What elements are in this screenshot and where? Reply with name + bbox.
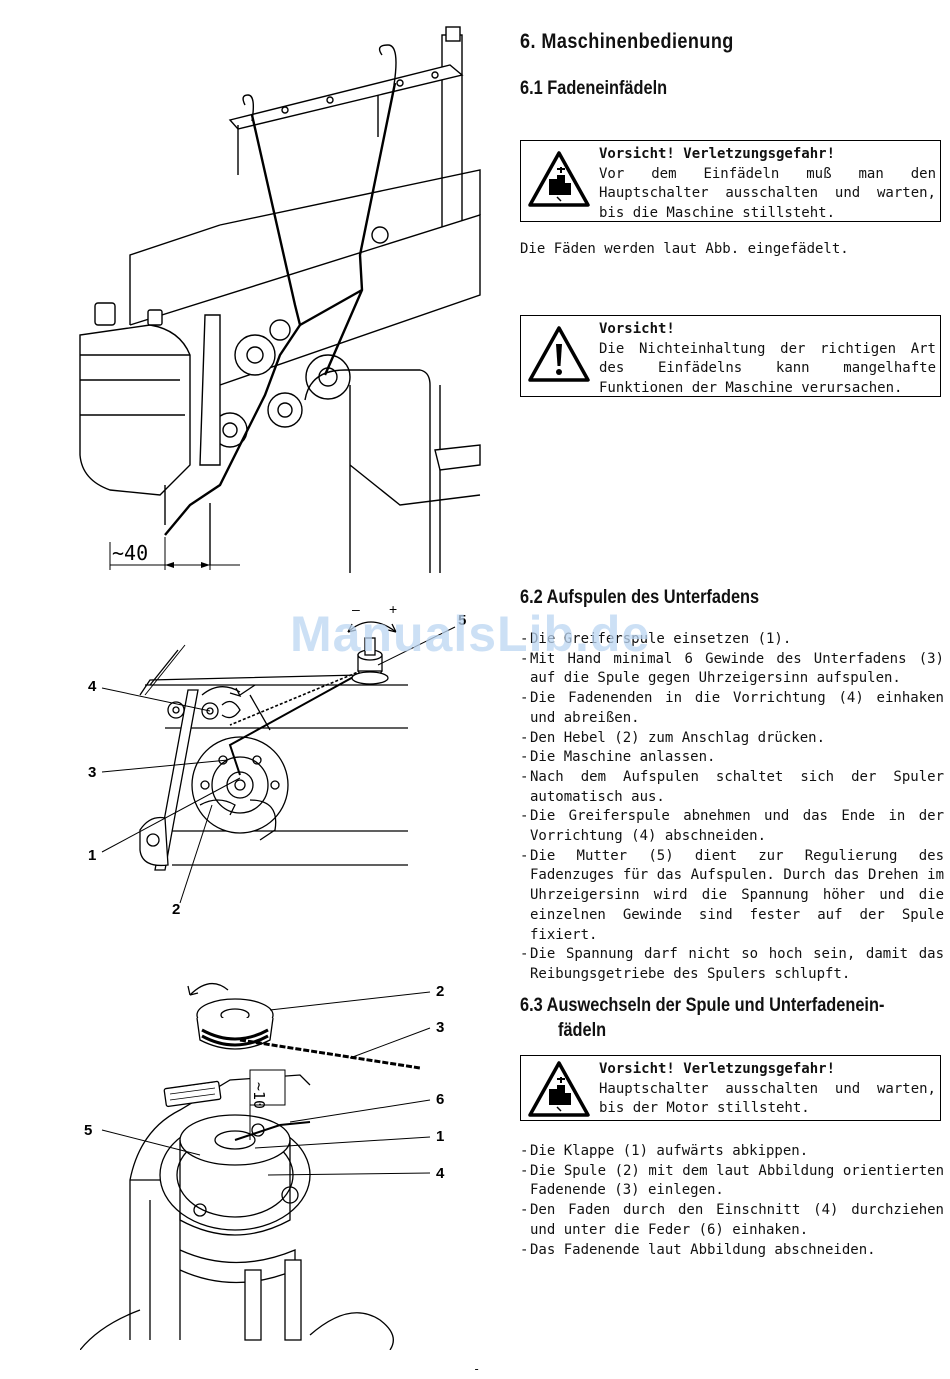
exclamation-warning-icon <box>528 326 590 382</box>
section-title: 6. Maschinenbedienung <box>520 30 734 53</box>
figure-bobbin-change: ~10 2 3 6 5 1 4 <box>80 970 470 1350</box>
dimension-label: ~10 <box>250 1082 268 1109</box>
callout-2: 2 <box>436 983 444 1000</box>
list-item: Die Mutter (5) dient zur Regulierung des… <box>520 847 944 946</box>
hand-injury-warning-icon <box>528 1061 590 1117</box>
callout-6: 6 <box>436 1091 444 1108</box>
list-item: Den Hebel (2) zum Anschlag drücken. <box>520 729 944 749</box>
callout-5: 5 <box>84 1122 92 1139</box>
subsection-title-6-1: 6.1 Fadeneinfädeln <box>520 78 668 99</box>
figure-bobbin-winder: – + 4 3 1 2 5 <box>80 600 475 930</box>
warning-box-threading: Vorsicht! Verletzungsgefahr! Vor dem Ein… <box>520 140 941 222</box>
warning-title: Vorsicht! Verletzungsgefahr! <box>599 1061 836 1077</box>
callout-1: 1 <box>436 1128 444 1145</box>
plus-sign: + <box>389 601 397 617</box>
callout-4: 4 <box>88 678 97 695</box>
warning-text: Die Nichteinhaltung der richtigen Art de… <box>599 340 936 396</box>
page-number: - <box>473 1362 481 1376</box>
callout-2: 2 <box>172 901 180 918</box>
list-item: Nach dem Aufspulen schaltet sich der Spu… <box>520 768 944 807</box>
hand-injury-warning-icon <box>528 151 590 207</box>
winding-steps-list: Die Greiferspule einsetzen (1). Mit Hand… <box>520 630 944 985</box>
callout-4: 4 <box>436 1165 445 1182</box>
bobbin-steps-list: Die Klappe (1) aufwärts abkippen. Die Sp… <box>520 1142 944 1260</box>
figure-threading-overview: ~40 <box>70 25 490 575</box>
warning-title: Vorsicht! Verletzungsgefahr! <box>599 146 836 162</box>
warning-box-threading-caution: Vorsicht! Die Nichteinhaltung der richti… <box>520 315 941 397</box>
threading-intro: Die Fäden werden laut Abb. eingefädelt. <box>520 241 849 257</box>
list-item: Die Maschine anlassen. <box>520 748 944 768</box>
callout-3: 3 <box>436 1019 444 1036</box>
dimension-label: ~40 <box>112 541 148 565</box>
list-item: Mit Hand minimal 6 Gewinde des Unterfade… <box>520 650 944 689</box>
warning-text: Hauptschalter ausschalten und warten, bi… <box>599 1080 936 1117</box>
list-item: Das Fadenende laut Abbildung abschneiden… <box>520 1241 944 1261</box>
callout-3: 3 <box>88 764 96 781</box>
list-item: Die Greiferspule einsetzen (1). <box>520 630 944 650</box>
watermark: ManualsLib.de <box>290 606 651 662</box>
list-item: Die Fadenenden in die Vorrichtung (4) ei… <box>520 689 944 728</box>
callout-1: 1 <box>88 847 96 864</box>
subsection-title-6-3-cont: fädeln <box>558 1020 607 1041</box>
subsection-title-6-2: 6.2 Aufspulen des Unterfadens <box>520 587 760 608</box>
warning-title: Vorsicht! <box>599 321 675 337</box>
list-item: Die Spule (2) mit dem laut Abbildung ori… <box>520 1162 944 1201</box>
list-item: Den Faden durch den Einschnitt (4) durch… <box>520 1201 944 1240</box>
warning-text: Vor dem Einfädeln muß man den Hauptschal… <box>599 165 936 221</box>
callout-5: 5 <box>458 612 466 629</box>
warning-box-bobbin: Vorsicht! Verletzungsgefahr! Hauptschalt… <box>520 1055 941 1121</box>
minus-sign: – <box>352 601 360 617</box>
list-item: Die Klappe (1) aufwärts abkippen. <box>520 1142 944 1162</box>
list-item: Die Greiferspule abnehmen und das Ende i… <box>520 807 944 846</box>
list-item: Die Spannung darf nicht so hoch sein, da… <box>520 945 944 984</box>
subsection-title-6-3: 6.3 Auswechseln der Spule und Unterfaden… <box>520 995 885 1016</box>
